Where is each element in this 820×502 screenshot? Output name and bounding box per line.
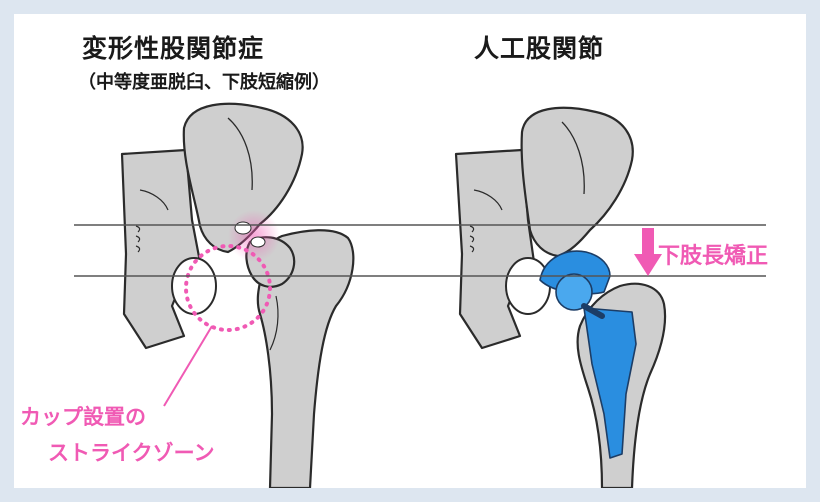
implant-stem [583,307,637,459]
implant-head [555,273,593,311]
leg-length-correction-label: 下肢長矯正 [658,244,769,269]
osteophyte-1 [234,221,252,235]
right-pubis [454,148,536,350]
left-hip-bones [120,102,355,488]
right-ilium [520,106,634,258]
illustration-canvas: 変形性股関節症 （中等度亜脱臼、下肢短縮例） 人工股関節 下肢長矯正 カップ設置… [14,14,806,488]
leg-length-arrow [634,228,662,276]
osteophyte-2 [250,236,266,248]
strike-zone-pointer [163,325,213,407]
left-pubis [120,148,202,350]
strike-zone-label-line2: ストライクゾーン [48,441,215,465]
left-title: 変形性股関節症 [82,34,265,63]
right-obturator-foramen [505,257,551,315]
hip-illustration [74,102,766,488]
left-subtitle: （中等度亜脱臼、下肢短縮例） [78,72,330,93]
left-obturator-foramen [171,257,217,315]
strike-zone-label-line1: カップ設置の [20,405,146,429]
hip-implant [539,250,637,459]
right-title: 人工股関節 [474,34,605,63]
strike-zone-circle [184,244,272,332]
